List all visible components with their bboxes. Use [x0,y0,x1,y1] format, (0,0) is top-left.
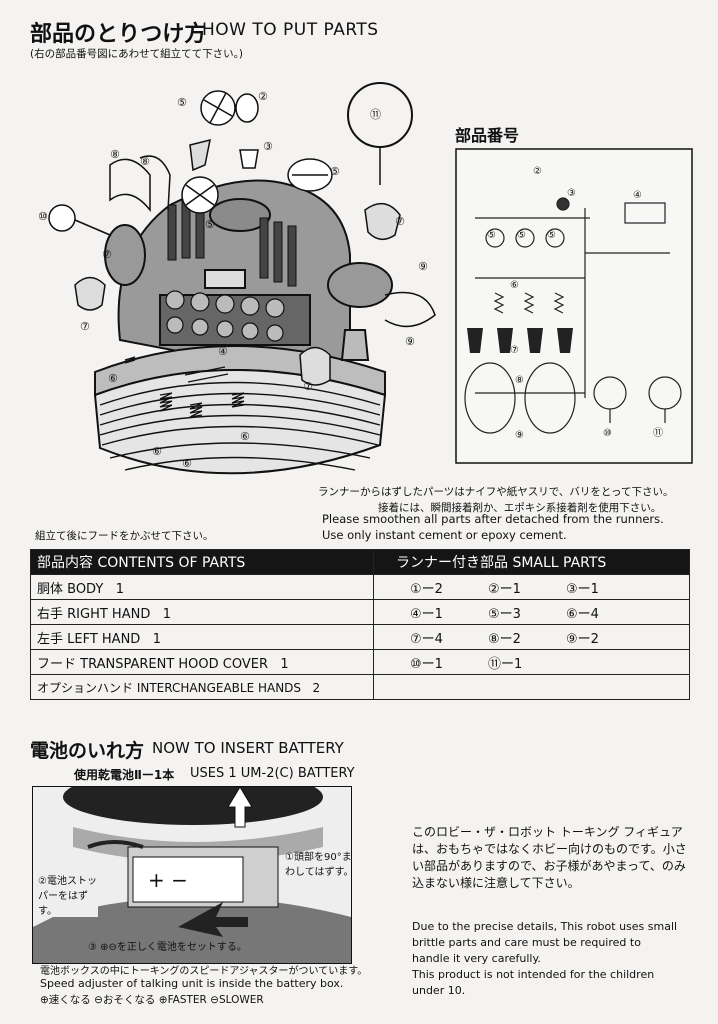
label-7b: ⑦ [80,320,90,333]
speed-note-en: Speed adjuster of talking unit is inside… [40,977,344,990]
label-11a: ⑪ [370,108,381,121]
warning-en-5: under 10. [412,984,466,997]
contents-header-row: 部品内容 CONTENTS OF PARTS ランナー付き部品 SMALL PA… [30,549,690,575]
svg-text:⑤: ⑤ [547,230,556,241]
battery-illustration: + − [33,787,351,963]
svg-text:③: ③ [567,188,576,199]
svg-text:②: ② [533,166,542,177]
part-name: フード TRANSPARENT HOOD COVER [37,656,268,672]
how-to-title-en: HOW TO PUT PARTS [202,20,379,40]
battery-step1: ①頭部を90°まわしてはずす。 [285,852,354,878]
label-10: ⑩ [38,210,48,223]
battery-title-en: NOW TO INSERT BATTERY [152,739,344,757]
battery-uses-en: USES 1 UM-2(C) BATTERY [190,766,355,781]
warning-en-3: handle it very carefully. [412,952,541,965]
battery-title-jp: 電池のいれ方 [30,740,145,762]
part-qty: 1 [152,631,162,647]
contents-header-right: ランナー付き部品 SMALL PARTS [373,549,690,575]
label-7d: ⑦ [303,380,313,393]
label-8a: ⑧ [110,148,120,161]
table-row: オプションハンド INTERCHANGEABLE HANDS 2 [30,674,690,700]
contents-header-left: 部品内容 CONTENTS OF PARTS [30,549,374,575]
label-9b: ⑨ [405,335,415,348]
small-part-qty: ⑩ー1 [410,656,443,672]
contents-table: 部品内容 CONTENTS OF PARTS ランナー付き部品 SMALL PA… [30,549,690,700]
part-name: オプションハンド INTERCHANGEABLE HANDS [37,680,302,695]
label-7a: ⑦ [395,215,405,228]
svg-text:⑩: ⑩ [603,428,612,439]
table-row: 左手 LEFT HAND 1 ⑦ー4 ⑧ー2 ⑨ー2 [30,624,690,650]
springs-drawing [124,356,245,418]
svg-text:⑨: ⑨ [515,430,524,441]
svg-text:⑥: ⑥ [510,280,519,291]
part-qty: 2 [312,680,321,695]
warning-en-1: Due to the precise details, This robot u… [412,920,678,933]
label-2a: ② [258,90,268,103]
svg-text:⑪: ⑪ [653,427,663,439]
small-part-qty: ⑤ー3 [488,606,521,622]
small-part-qty: ⑨ー2 [566,631,599,647]
small-part-qty: ⑧ー2 [488,631,521,647]
label-9a: ⑨ [418,260,428,273]
label-7c: ⑦ [102,248,112,261]
svg-text:⑤: ⑤ [487,230,496,241]
battery-step3: ③ ⊕⊖を正しく電池をセットする。 [88,942,247,953]
cement-note-jp: 接着には、瞬間接着剤か、エポキシ系接着剤を使用下さい。 [378,502,662,514]
battery-photo-frame: + − [32,786,352,964]
small-part-qty: ⑪ー1 [488,656,523,672]
svg-text:+ −: + − [148,868,188,892]
label-6c: ⑥ [182,457,192,470]
deburr-note-jp: ランナーからはずしたパーツはナイフや紙ヤスリで、バリをとって下さい。 [318,486,674,498]
label-4a: ④ [218,345,228,358]
label-6d: ⑥ [240,430,250,443]
deburr-note-en: Please smoothen all parts after detached… [322,512,664,526]
label-6a: ⑥ [108,372,118,385]
svg-text:④: ④ [633,190,642,201]
parts-number-title: 部品番号 [455,126,520,145]
small-part-qty: ④ー1 [410,606,443,622]
cement-note-en: Use only instant cement or epoxy cement. [322,528,567,542]
part-qty: 1 [115,581,124,597]
svg-text:⑦: ⑦ [510,345,519,356]
small-part-qty: ②ー1 [488,581,521,597]
svg-text:⑤: ⑤ [517,230,526,241]
battery-step2: ②電池ストッパーをはずす。 [38,872,98,917]
battery-uses-jp: 使用乾電池Ⅱー1本 [74,768,175,782]
table-row: 右手 RIGHT HAND 1 ④ー1 ⑤ー3 ⑥ー4 [30,599,690,625]
small-part-qty: ⑦ー4 [410,631,443,647]
how-to-title-jp: 部品のとりつけ方 [30,22,207,47]
table-row: 胴体 BODY 1 ①ー2 ②ー1 ③ー1 [30,574,690,600]
how-to-subtitle: (右の部品番号図にあわせて組立てて下さい。) [30,48,243,60]
warning-en-2: brittle parts and care must be required … [412,936,641,949]
hood-note: 組立て後にフードをかぶせて下さい。 [35,530,214,542]
svg-text:⑧: ⑧ [515,375,524,386]
speed-note-jp: 電池ボックスの中にトーキングのスピードアジャスターがついています。 [40,966,368,977]
part-name: 右手 RIGHT HAND [37,606,151,622]
label-3a: ③ [263,140,273,153]
small-part-qty: ①ー2 [410,581,443,597]
part-name: 胴体 BODY [37,581,104,597]
speed-fast-slow: ⊕速くなる ⊖おそくなる ⊕FASTER ⊖SLOWER [40,994,264,1006]
table-row: フード TRANSPARENT HOOD COVER 1 ⑩ー1 ⑪ー1 [30,649,690,675]
warning-jp: このロビー・ザ・ロボット トーキング フィギュアは、おもちゃではなくホビー向けの… [412,825,687,890]
part-qty: 1 [280,656,289,672]
small-part-qty: ③ー1 [566,581,599,597]
label-5c: ⑤ [205,218,215,231]
warning-en-4: This product is not intended for the chi… [412,968,655,981]
label-5a: ⑤ [177,96,187,109]
label-6b: ⑥ [152,445,162,458]
part-name: 左手 LEFT HAND [37,631,141,647]
parts-runner-diagram: ② ③ ④ ⑤ ⑤ ⑤ ⑥ ⑦ ⑧ ⑨ ⑩ ⑪ [455,148,693,464]
part-qty: 1 [162,606,172,622]
label-5b: ⑤ [330,165,340,178]
small-part-qty: ⑥ー4 [566,606,599,622]
label-8b: ⑧ [140,155,150,168]
